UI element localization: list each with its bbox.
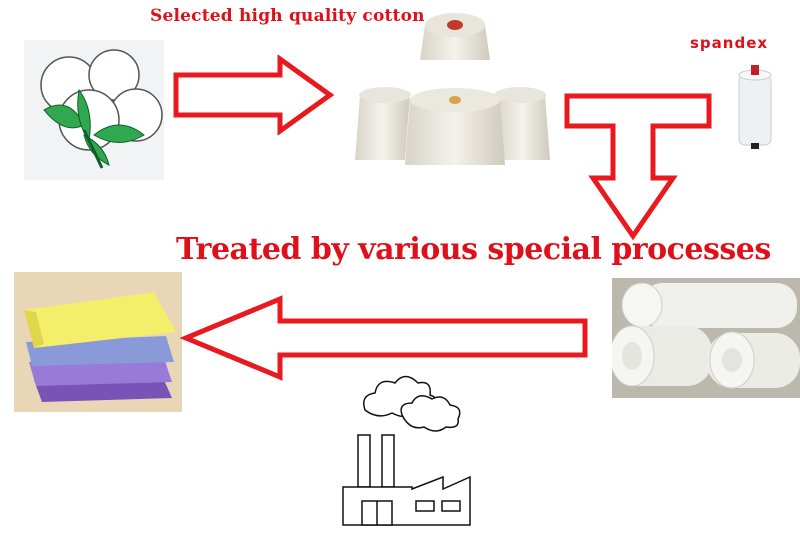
arrow-down (563, 92, 713, 242)
arrow-left (180, 293, 590, 383)
spandex-spool-icon (735, 65, 775, 150)
middle-label: Treated by various special processes (176, 232, 771, 267)
arrow-right-1 (172, 55, 334, 135)
cotton-boll-icon (24, 40, 164, 180)
folded-fabric-icon (14, 272, 182, 412)
factory-icon (340, 365, 475, 530)
fabric-rolls-icon (612, 278, 800, 398)
yarn-cones-icon (350, 10, 560, 170)
spandex-label: spandex (690, 34, 769, 52)
top-label: Selected high quality cotton (150, 6, 425, 26)
